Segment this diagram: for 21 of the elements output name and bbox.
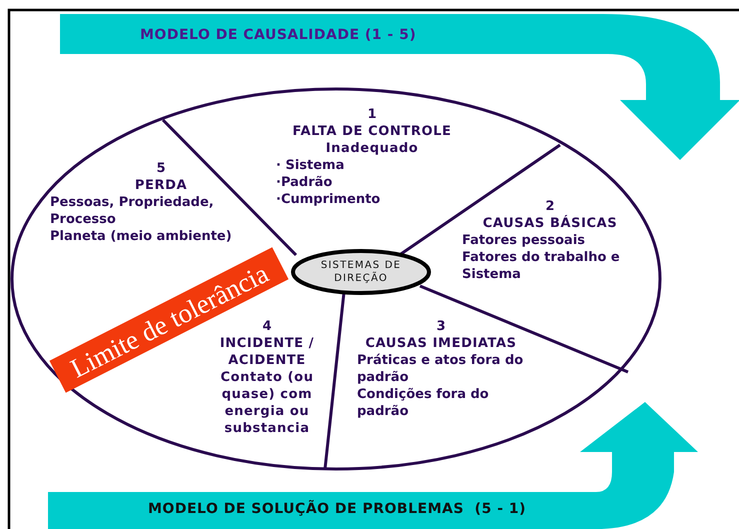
band-title: MODELO DE CAUSALIDADE (1 - 5) [140,27,416,43]
sector-text: Pessoas, Propriedade, Processo [49,194,215,228]
sector-text: · Sistema [275,157,346,174]
sector-text: Práticas e atos fora do padrão [356,352,524,386]
sector-heading: PERDA [134,177,188,194]
center-label: SISTEMAS DE DIREÇÃO [320,259,402,285]
sector-heading: CAUSAS IMEDIATAS [364,335,518,352]
sector-number: 5 [155,160,167,177]
sector-heading: CAUSAS BÁSICAS [482,215,618,232]
sector-text: Fatores do trabalho e Sistema [461,249,621,283]
band-title: MODELO DE SOLUÇÃO DE PROBLEMAS (5 - 1) [148,501,526,517]
sector-heading: FALTA DE CONTROLE [292,123,452,140]
sector-text: Planeta (meio ambiente) [49,228,233,245]
sector-text: Condições fora do padrão [356,386,490,420]
sector-text: ·Cumprimento [275,191,382,208]
sector-number: 3 [435,318,447,335]
sector-text: Inadequado [324,140,420,157]
sector-text: Fatores pessoais [461,232,586,249]
sector-number: 2 [544,198,556,215]
sector-text: ·Padrão [275,174,334,191]
sector-number: 1 [366,106,378,123]
